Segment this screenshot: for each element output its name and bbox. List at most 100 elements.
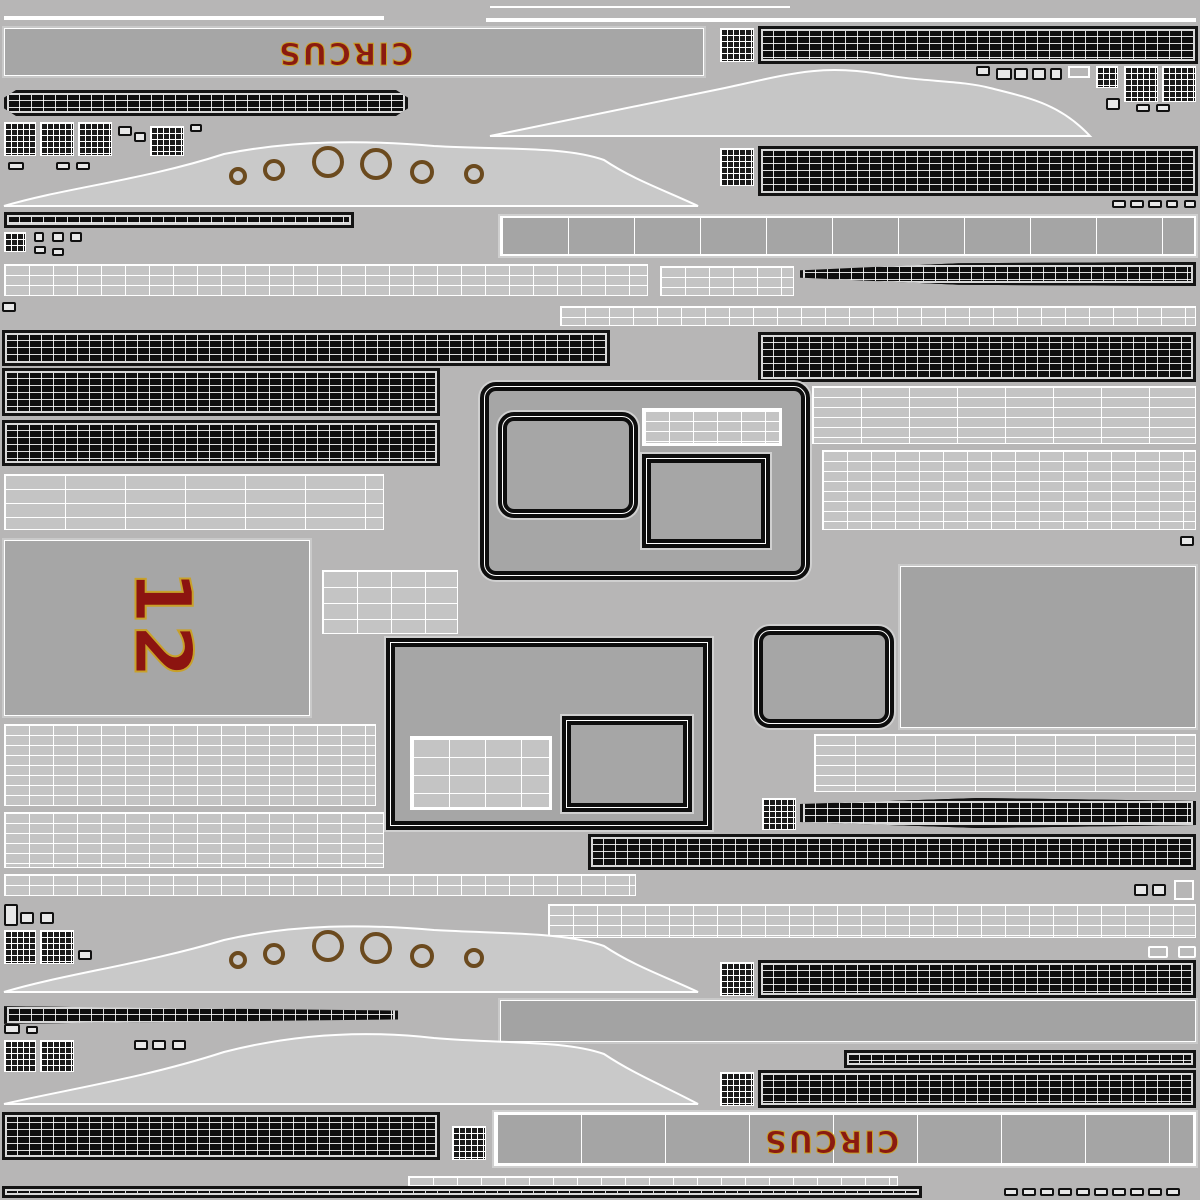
tiny-tile-6: [76, 162, 90, 170]
tiny-tile-1: [118, 126, 132, 136]
tiny-tile-36: [1178, 946, 1196, 958]
tiny-tile-16: [1112, 200, 1126, 208]
tiny-tile-13: [1106, 98, 1120, 110]
wire-panel-left-1: [2, 330, 610, 366]
grid-tile-f: [1096, 66, 1118, 88]
tiny-tile-8: [996, 68, 1012, 80]
tiny-tile-40: [152, 1040, 166, 1050]
tapered-bar-left-2: [4, 1006, 398, 1024]
light-wire-strip-bottom: [408, 1176, 898, 1186]
tiny-tile-28: [1134, 884, 1148, 896]
grid-tile-d: [78, 122, 112, 156]
tiny-tile-23: [70, 232, 82, 242]
grid-tile-h: [1162, 66, 1196, 102]
tiny-tile-22: [52, 232, 64, 242]
grid-tile-a: [720, 28, 754, 62]
top-strip-left: [4, 16, 384, 20]
grid-tile-c: [40, 122, 74, 156]
tiny-tile-25: [52, 248, 64, 256]
light-wire-panel-left-a: [4, 724, 376, 806]
tiny-tile-44: [1040, 1188, 1054, 1196]
tiny-tile-27: [1180, 536, 1194, 546]
light-panel-right-1: [500, 216, 1196, 256]
tiny-tile-33: [40, 912, 54, 924]
tiny-tile-4: [8, 162, 24, 170]
wire-panel-upper-right: [758, 146, 1198, 196]
wire-panel-bottom-left: [2, 1112, 440, 1160]
tiny-tile-39: [134, 1040, 148, 1050]
grid-tile-m: [40, 930, 74, 964]
grid-tile-g: [1124, 66, 1158, 102]
light-wire-panel-right-b: [822, 450, 1196, 530]
tiny-tile-19: [1166, 200, 1178, 208]
wire-panel-right-5: [758, 1070, 1196, 1108]
tiny-tile-49: [1130, 1188, 1144, 1196]
tapered-bar-right: [800, 262, 1196, 286]
grid-tile-j: [4, 232, 26, 252]
tiny-tile-5: [56, 162, 70, 170]
tiny-tile-26: [2, 302, 16, 312]
tiny-tile-20: [1184, 200, 1196, 208]
flat-panel-right: [900, 566, 1196, 728]
thin-dark-bar-bottom: [2, 1186, 922, 1198]
light-wire-strip-right: [560, 306, 1196, 326]
tiny-tile-34: [78, 950, 92, 960]
tiny-tile-50: [1148, 1188, 1162, 1196]
wire-panel-left-2: [2, 368, 440, 416]
tiny-tile-24: [34, 246, 46, 254]
grid-tile-l: [4, 930, 36, 964]
tiny-tile-51: [1166, 1188, 1180, 1196]
number-panel: 12: [4, 540, 310, 716]
circus-sign-panel-bottom: CIRCUS: [494, 1112, 1196, 1166]
light-wire-block-in-frame: [642, 408, 782, 446]
light-wire-block-lower-frame: [410, 736, 552, 810]
grid-tile-i: [720, 148, 754, 186]
tiny-tile-10: [1032, 68, 1046, 80]
wire-panel-right-3: [588, 834, 1196, 870]
grid-tile-q: [720, 1072, 754, 1106]
tiny-tile-38: [26, 1026, 38, 1034]
grid-tile-k: [762, 798, 796, 830]
top-strip-thin: [490, 6, 790, 8]
number-label: 12: [115, 569, 207, 680]
tiny-tile-2: [134, 132, 146, 142]
grid-tile-e: [150, 126, 184, 156]
tiny-tile-7: [976, 66, 990, 76]
wire-panel-right-4: [758, 960, 1196, 998]
light-wire-strip-right-2: [548, 904, 1196, 938]
tiny-tile-29: [1152, 884, 1166, 896]
tiny-tile-37: [4, 1024, 20, 1034]
top-strip-right: [486, 18, 1196, 22]
window-frame-rounded-upper: [498, 412, 638, 518]
ornate-mesh-lower: [3, 1033, 699, 1105]
light-wire-strip-left: [4, 264, 648, 296]
light-wire-strip-left-2: [4, 874, 636, 896]
light-wire-grid-mid: [322, 570, 458, 634]
tiny-tile-43: [1022, 1188, 1036, 1196]
flat-panel-lower-right: [500, 1000, 1196, 1042]
tiny-tile-18: [1148, 200, 1162, 208]
light-wire-panel-right-c: [814, 734, 1196, 792]
tiny-tile-32: [20, 912, 34, 924]
grid-tile-r: [452, 1126, 486, 1160]
tiny-tile-47: [1094, 1188, 1108, 1196]
thin-dark-bar-left: [4, 212, 354, 228]
wire-panel-right-2: [758, 332, 1196, 382]
tiny-tile-15: [1156, 104, 1170, 112]
tiny-tile-14: [1136, 104, 1150, 112]
tapered-bar-left: [4, 90, 408, 116]
thin-dark-bar-right: [844, 1050, 1196, 1068]
tiny-tile-11: [1050, 68, 1062, 80]
tiny-tile-45: [1058, 1188, 1072, 1196]
tiny-tile-9: [1014, 68, 1028, 80]
window-frame-square-upper: [642, 454, 770, 548]
tiny-tile-17: [1130, 200, 1144, 208]
light-wire-block-mid: [660, 266, 794, 296]
tiny-tile-12: [1068, 66, 1090, 78]
tiny-tile-48: [1112, 1188, 1126, 1196]
tiny-tile-21: [34, 232, 44, 242]
wire-panel-left-3: [2, 420, 440, 466]
tiny-tile-35: [1148, 946, 1168, 958]
mountain-mesh-top-right: [489, 69, 1093, 137]
ornate-mesh-middle: [3, 925, 699, 993]
